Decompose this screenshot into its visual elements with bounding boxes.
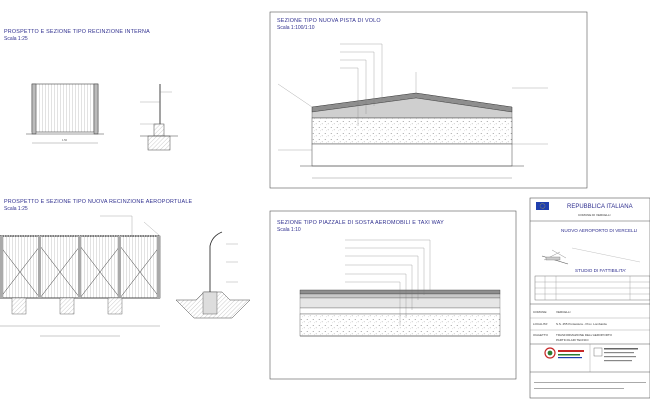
company-logo (544, 347, 584, 359)
drawing-internal-fence: PROSPETTO E SEZIONE TIPO RECINZIONE INTE… (4, 29, 178, 151)
eu-flag-icon (536, 202, 549, 210)
title-block-frame (529, 197, 650, 399)
scale-airport-fence: Scala 1:25 (4, 206, 28, 212)
drawing-airport-fence: PROSPETTO E SEZIONE TIPO NUOVA RECINZION… (0, 199, 251, 337)
project-name: NUOVO AEROPORTO DI VERCELLI (561, 228, 637, 233)
scale-runway-section: Scala 1:100/1:10 (277, 25, 315, 31)
study-label: STUDIO DI FATTIBILITA' (575, 268, 626, 273)
scale-apron-section: Scala 1:10 (277, 227, 301, 233)
title-airport-fence: PROSPETTO E SEZIONE TIPO NUOVA RECINZION… (4, 199, 193, 205)
svg-text:1.50: 1.50 (62, 138, 68, 142)
comune-label: COMUNE: (533, 310, 547, 314)
title-apron-section: SEZIONE TIPO PIAZZALE DI SOSTA AEROMOBIL… (277, 220, 444, 226)
title-runway-section: SEZIONE TIPO NUOVA PISTA DI VOLO (277, 18, 381, 24)
drawing-apron-section: SEZIONE TIPO PIAZZALE DI SOSTA AEROMOBIL… (277, 220, 501, 337)
oggetto-value-2: PARTICOLARI TECNICI (556, 338, 589, 342)
title-internal-fence: PROSPETTO E SEZIONE TIPO RECINZIONE INTE… (4, 29, 150, 35)
localita-value: S.S. 455 Pontestura - Prov. Lombarda (556, 322, 607, 326)
comune-value: VERCELLI (556, 310, 571, 314)
panel-bottom-right-frame (269, 210, 517, 380)
location-map (541, 247, 641, 265)
municipality-label: COMUNE DI VERCELLI (578, 213, 611, 217)
scale-internal-fence: Scala 1:25 (4, 36, 28, 42)
title-block: REPUBBLICA ITALIANA COMUNE DI VERCELLI N… (530, 202, 650, 389)
panel-top-right-frame (269, 11, 588, 189)
localita-label: LOCALITA' (533, 322, 548, 326)
drawing-runway-section: SEZIONE TIPO NUOVA PISTA DI VOLO Scala 1… (277, 18, 548, 179)
republic-label: REPUBBLICA ITALIANA (567, 204, 633, 210)
designer-stamp (593, 347, 638, 362)
revision-table (534, 275, 650, 301)
oggetto-label: OGGETTO (533, 333, 549, 337)
oggetto-value: TRASFORMAZIONE DELL'AEROPORTO (556, 333, 613, 337)
